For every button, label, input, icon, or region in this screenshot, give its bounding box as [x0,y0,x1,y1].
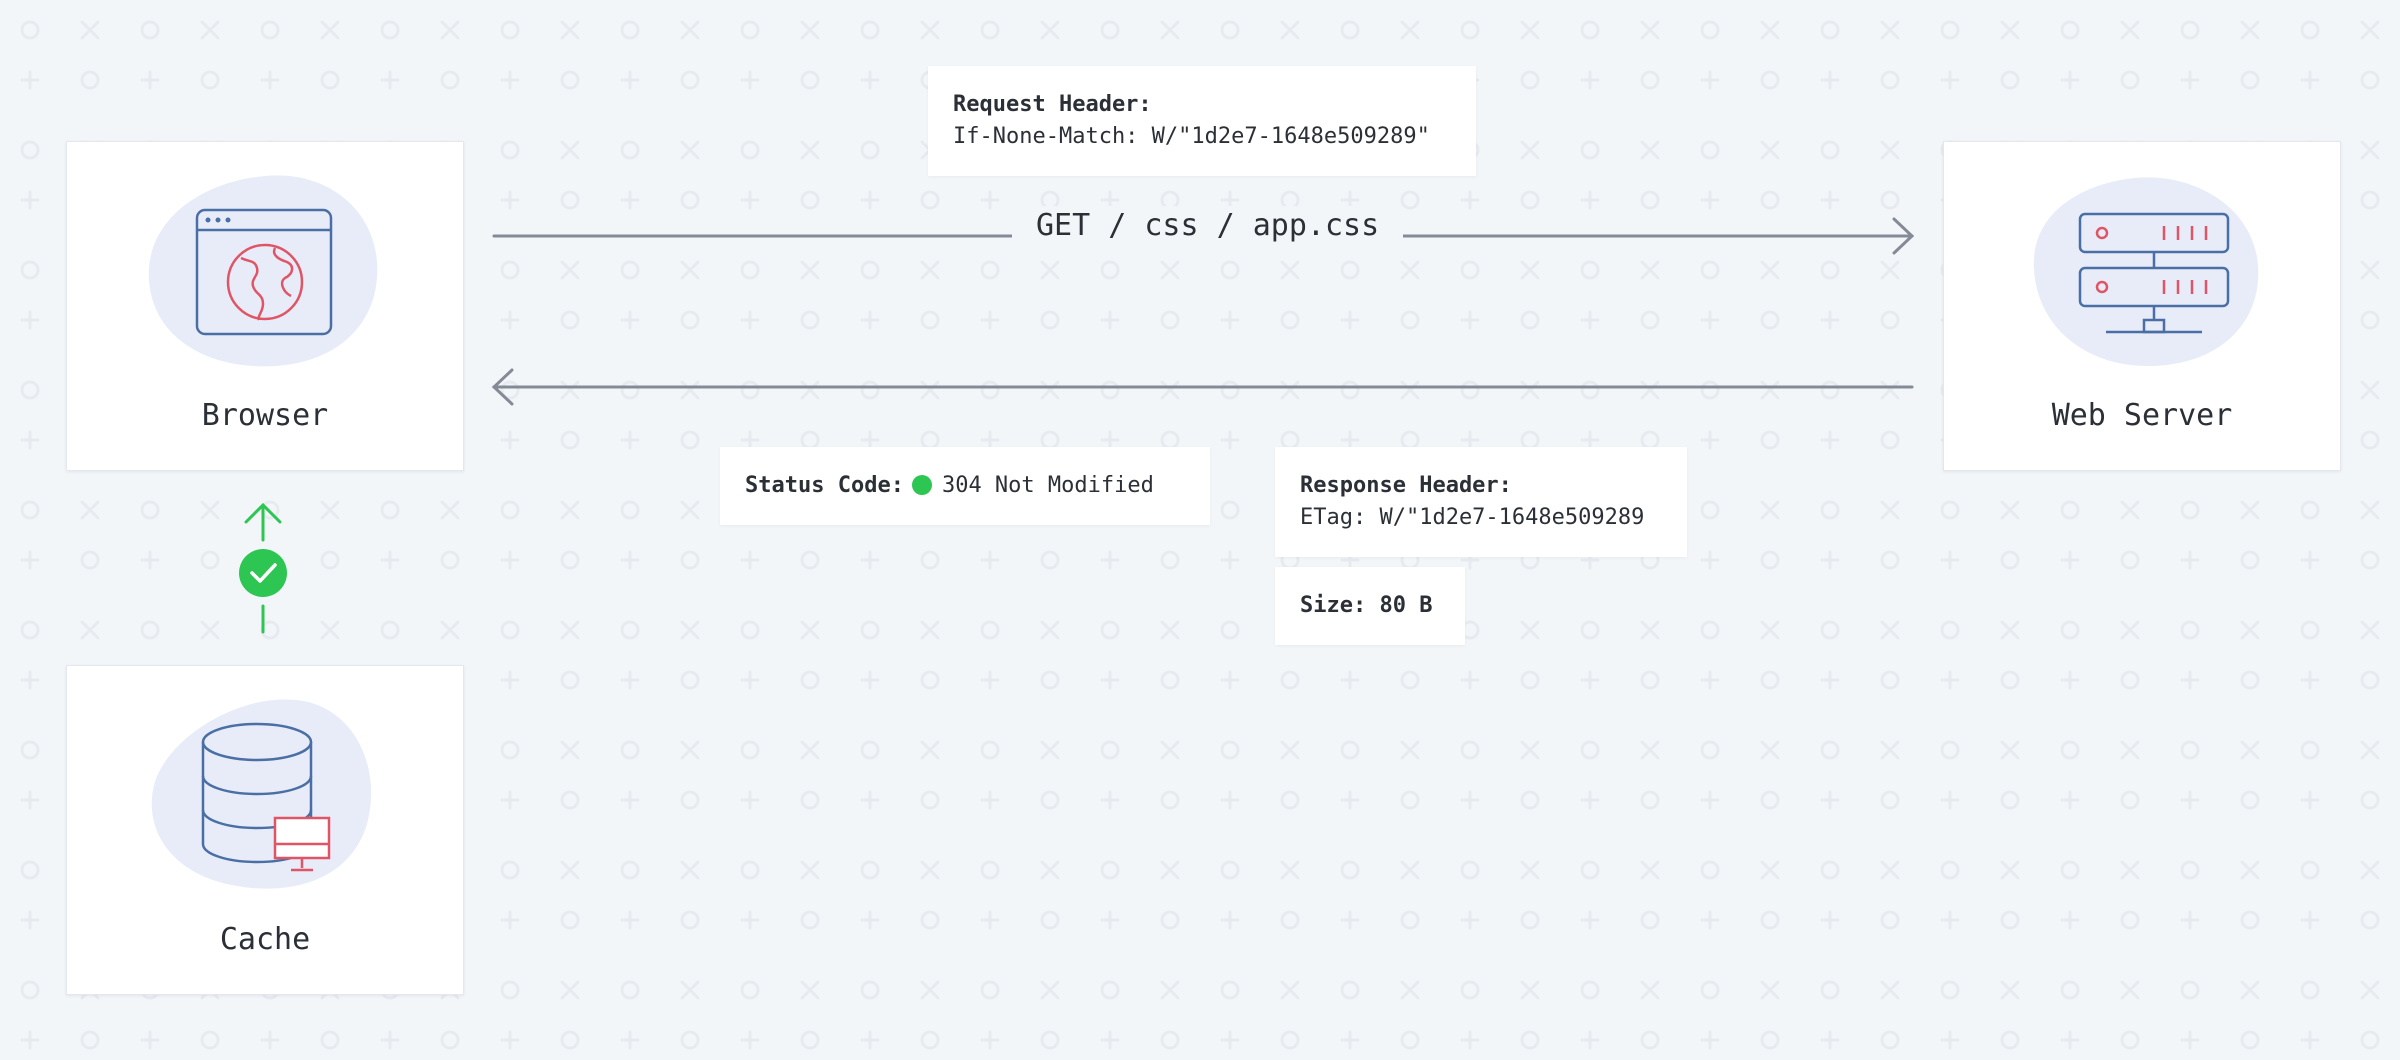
cache-label: Cache [219,922,311,957]
response-header-title: Response Header: [1300,473,1512,498]
browser-globe-icon [148,175,378,367]
cache-connector [244,502,282,634]
size-box: Size: 80 B [1275,567,1465,645]
status-code-box: Status Code: 304 Not Modified [720,447,1210,525]
web-server-node: Web Server [1943,141,2341,471]
request-header-value: If-None-Match: W/"1d2e7-1648e509289" [953,124,1430,149]
response-header-box: Response Header: ETag: W/"1d2e7-1648e509… [1275,447,1687,557]
status-code-label: Status Code: [745,473,904,498]
size-label: Size: 80 B [1300,593,1433,618]
request-header-title: Request Header: [953,92,1152,117]
status-code-value: 304 Not Modified [941,473,1154,498]
server-icon [2033,177,2259,366]
check-icon [239,549,287,597]
response-arrow [491,368,1914,406]
database-icon [151,699,372,889]
status-dot [911,475,932,495]
web-server-label: Web Server [2051,398,2233,433]
request-arrow [492,217,1915,255]
browser-label: Browser [201,398,329,433]
cache-node: Cache [66,665,464,995]
request-header-box: Request Header: If-None-Match: W/"1d2e7-… [928,66,1476,176]
browser-node: Browser [66,141,464,471]
response-header-value: ETag: W/"1d2e7-1648e509289 [1300,505,1645,530]
request-line: GET / css / app.css [1012,206,1404,246]
